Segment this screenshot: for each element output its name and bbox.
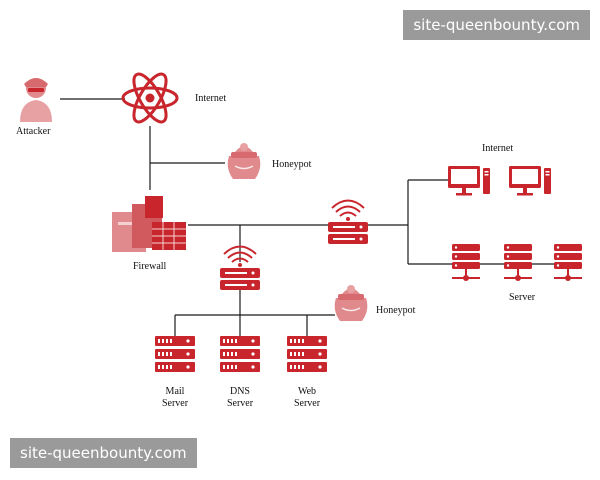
- dns-server-label-line1: DNS: [230, 386, 250, 397]
- hacker-icon: [20, 78, 52, 122]
- wifi-router-icon: [219, 245, 261, 291]
- server-rack-icon: [220, 336, 260, 372]
- watermark-top: site-queenbounty.com: [403, 10, 590, 40]
- desktop-monitor-icon: [448, 166, 490, 196]
- atom-network-icon: [121, 72, 179, 124]
- desktop-monitor-icon: [509, 166, 551, 196]
- honeypot-top-node: Honeypot: [226, 142, 312, 180]
- attacker-node: Attacker: [16, 78, 52, 137]
- server-rack-icon: [287, 336, 327, 372]
- honey-pot-icon: [226, 142, 262, 180]
- connection-lines: [60, 98, 580, 336]
- firewall-label: Firewall: [133, 261, 167, 272]
- dns-server-node: DNS Server: [220, 336, 260, 409]
- mail-server-label-line2: Server: [162, 398, 189, 409]
- firewall-node: Firewall: [112, 196, 186, 272]
- firewall-icon: [112, 196, 186, 252]
- network-server-icon: [553, 243, 583, 282]
- honeypot-bottom-label: Honeypot: [376, 305, 416, 316]
- web-server-node: Web Server: [287, 336, 327, 409]
- honeypot-bottom-node: Honeypot: [333, 284, 416, 322]
- dns-server-label-line2: Server: [227, 398, 254, 409]
- internet-top-node: Internet: [121, 72, 226, 124]
- router-right-node: [327, 199, 369, 245]
- server-group-node: Server: [451, 243, 583, 303]
- watermark-bottom: site-queenbounty.com: [10, 438, 197, 468]
- internet-top-label: Internet: [195, 93, 226, 104]
- honey-pot-icon: [333, 284, 369, 322]
- internet-right-label: Internet: [482, 143, 513, 154]
- network-server-icon: [503, 243, 533, 282]
- honeypot-top-label: Honeypot: [272, 159, 312, 170]
- wifi-router-icon: [327, 199, 369, 245]
- server-group-label: Server: [509, 292, 536, 303]
- web-server-label-line2: Server: [294, 398, 321, 409]
- mail-server-node: Mail Server: [155, 336, 195, 409]
- router-left-node: [219, 245, 261, 291]
- mail-server-label-line1: Mail: [166, 386, 185, 397]
- internet-right-node: Internet: [448, 143, 551, 196]
- web-server-label-line1: Web: [298, 386, 316, 397]
- network-server-icon: [451, 243, 481, 282]
- attacker-label: Attacker: [16, 126, 51, 137]
- server-rack-icon: [155, 336, 195, 372]
